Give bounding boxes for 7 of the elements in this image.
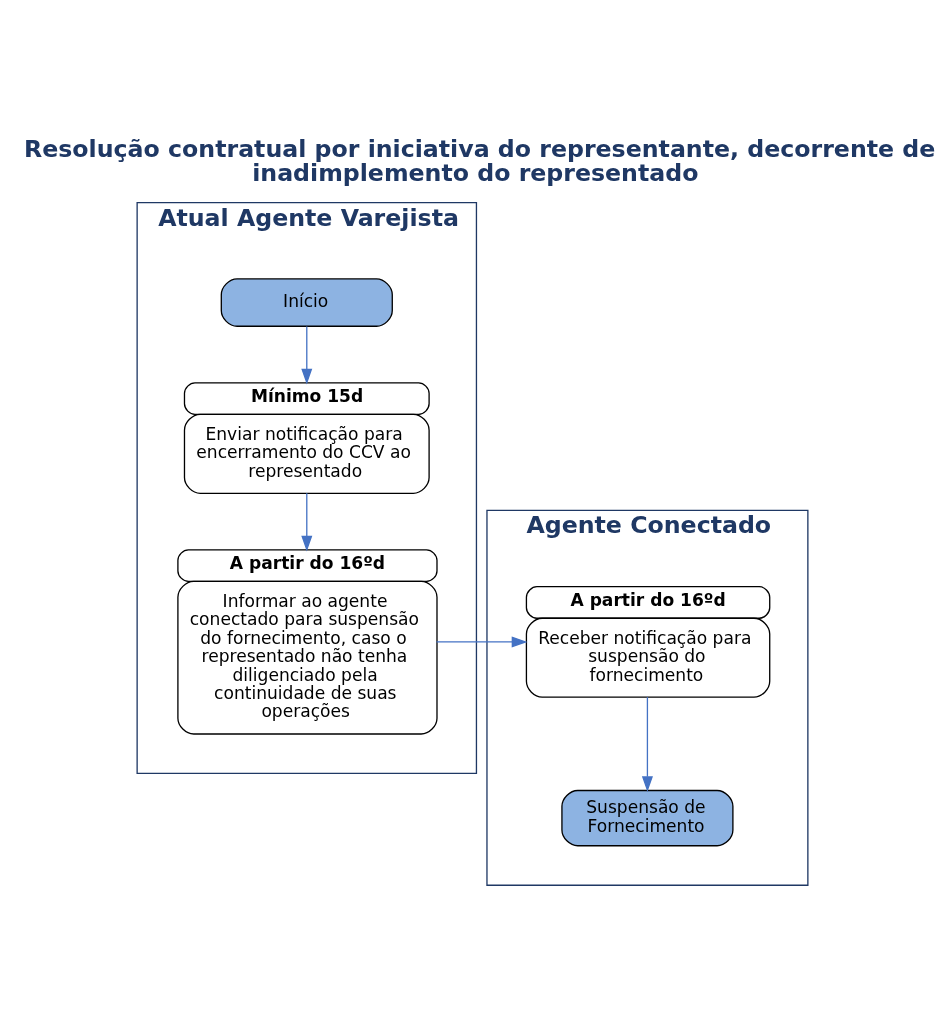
arrow (301, 325, 313, 385)
arrow (641, 696, 653, 792)
arrow (301, 492, 313, 552)
node-box: Início (220, 277, 393, 327)
node-box: Suspensão de Fornecimento (561, 789, 734, 846)
diagram-title: Resolução contratual por iniciativa do representante, decorrente de inadimplemento do representado (24, 134, 936, 187)
arrow (435, 635, 528, 647)
